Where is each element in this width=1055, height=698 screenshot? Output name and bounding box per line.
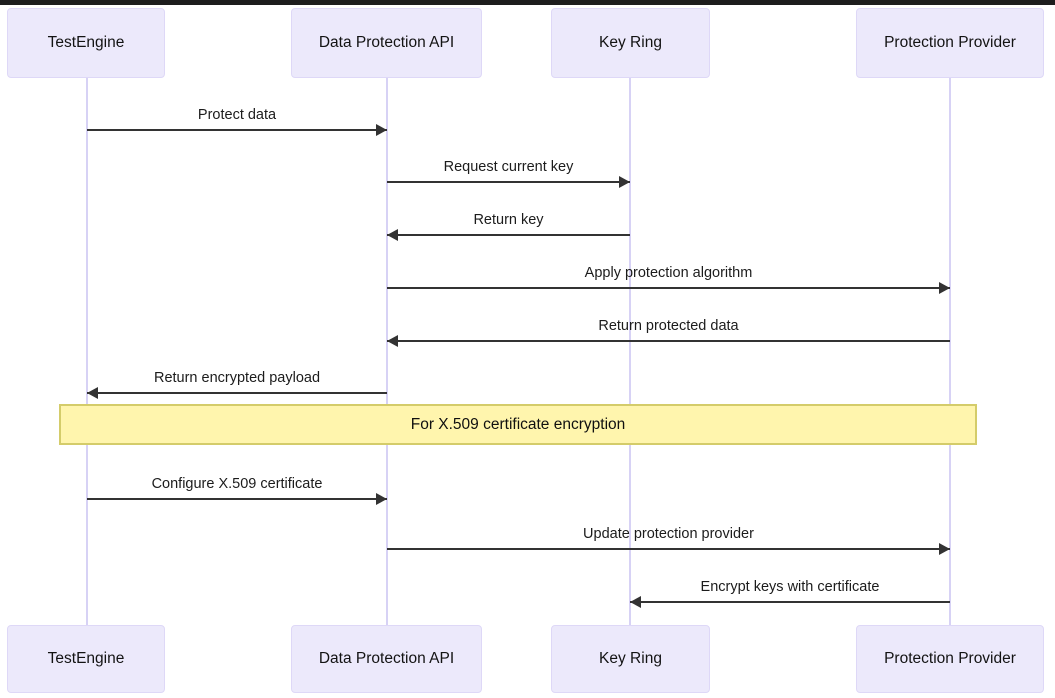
message-label: Return encrypted payload [153,370,321,386]
message-arrowhead-right [619,176,630,188]
participant-header-provider[interactable]: Protection Provider [856,8,1044,78]
lifeline-dpapi [386,78,388,625]
participant-header-dpapi[interactable]: Data Protection API [291,8,482,78]
message-label: Encrypt keys with certificate [700,579,880,595]
participant-label: Key Ring [599,650,662,668]
message-line [87,498,387,500]
note-box: For X.509 certificate encryption [59,404,977,445]
message-label: Protect data [197,107,277,123]
participant-label: Data Protection API [318,34,455,52]
message-arrowhead-right [939,543,950,555]
participant-footer-provider[interactable]: Protection Provider [856,625,1044,693]
message-line [387,340,950,342]
message-line [87,392,387,394]
message-label: Request current key [443,159,574,175]
participant-footer-dpapi[interactable]: Data Protection API [291,625,482,693]
participant-footer-testengine[interactable]: TestEngine [7,625,165,693]
participant-label: Key Ring [599,34,662,52]
message-arrowhead-left [387,229,398,241]
note-label: For X.509 certificate encryption [410,415,626,433]
message-arrowhead-right [939,282,950,294]
message-arrowhead-right [376,124,387,136]
participant-label: Data Protection API [318,650,455,668]
participant-label: Protection Provider [884,34,1016,52]
message-label: Apply protection algorithm [584,265,753,281]
lifeline-testengine [86,78,88,625]
participant-label: Protection Provider [884,650,1016,668]
message-arrowhead-right [376,493,387,505]
participant-label: TestEngine [47,34,125,52]
participant-label: TestEngine [47,650,125,668]
participant-header-keyring[interactable]: Key Ring [551,8,710,78]
message-label: Return protected data [598,318,739,334]
lifeline-provider [949,78,951,625]
participant-footer-keyring[interactable]: Key Ring [551,625,710,693]
message-line [630,601,950,603]
message-line [387,234,630,236]
lifeline-keyring [629,78,631,625]
message-label: Return key [473,212,544,228]
message-line [387,181,630,183]
message-arrowhead-left [387,335,398,347]
message-label: Update protection provider [583,526,754,542]
participant-header-testengine[interactable]: TestEngine [7,8,165,78]
message-line [387,287,950,289]
top-edge-band [0,0,1055,5]
message-arrowhead-left [87,387,98,399]
message-line [387,548,950,550]
message-line [87,129,387,131]
message-label: Configure X.509 certificate [151,476,323,492]
message-arrowhead-left [630,596,641,608]
